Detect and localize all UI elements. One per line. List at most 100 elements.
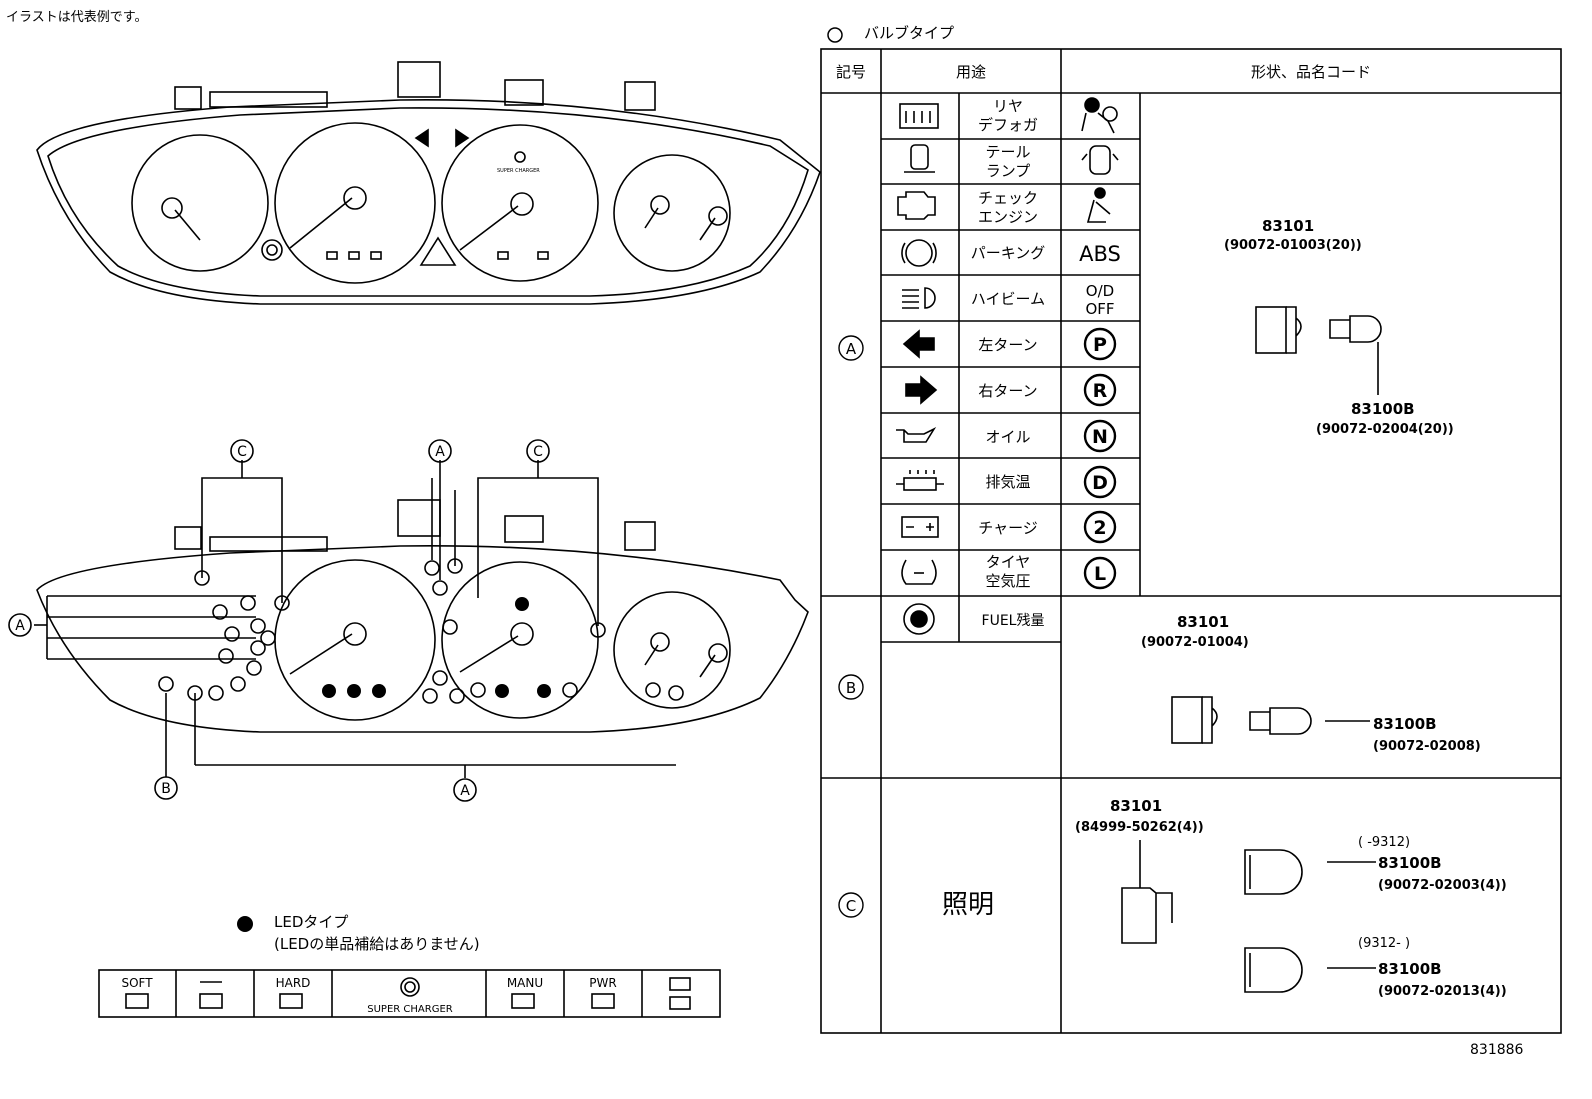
label-check-engine-1: チェック bbox=[978, 189, 1038, 207]
callout-c-right: C bbox=[533, 444, 543, 460]
part-c3-code: (90072-02013(4)) bbox=[1378, 984, 1507, 999]
symbol-letters: A B C bbox=[846, 340, 857, 915]
bulb-legend-icon bbox=[827, 27, 843, 43]
oil-icon bbox=[896, 427, 937, 443]
switch-label-supercharger: SUPER CHARGER bbox=[367, 1004, 453, 1015]
callout-a-left: A bbox=[15, 618, 25, 634]
switch-label-manu: MANU bbox=[507, 976, 543, 990]
battery-icon bbox=[901, 516, 939, 538]
part-c3-period: (9312- ) bbox=[1358, 936, 1410, 951]
callout-c-left: C bbox=[237, 444, 247, 460]
part-c1-no: 83101 bbox=[1110, 797, 1162, 815]
tail-lamp-icon bbox=[904, 144, 935, 173]
switch-label-soft: SOFT bbox=[121, 976, 153, 990]
bulb-table bbox=[820, 48, 1562, 1034]
label-tire-2: 空気圧 bbox=[985, 572, 1030, 590]
check-engine-icon bbox=[897, 191, 936, 220]
indicator-texts: ABS O/D OFF bbox=[1079, 242, 1121, 318]
part-a1-code: (90072-01003(20)) bbox=[1224, 238, 1362, 253]
symbol-a: A bbox=[846, 340, 857, 358]
part-a1-no: 83101 bbox=[1262, 217, 1314, 235]
switch-panel-labels: SOFT HARD SUPER CHARGER MANU PWR bbox=[121, 976, 616, 1015]
indicator-d: D bbox=[1092, 472, 1108, 494]
door-open-icon bbox=[1081, 145, 1119, 175]
label-fuel: FUEL残量 bbox=[982, 613, 1045, 629]
switch-label-pwr: PWR bbox=[589, 976, 616, 990]
part-c2-no: 83100B bbox=[1378, 854, 1442, 872]
label-parking: パーキング bbox=[971, 244, 1046, 262]
part-a2-no: 83100B bbox=[1351, 400, 1415, 418]
part-b2-no: 83100B bbox=[1373, 715, 1437, 733]
label-tail-lamp-2: ランプ bbox=[986, 162, 1031, 180]
part-b1-no: 83101 bbox=[1177, 613, 1229, 631]
label-check-engine-2: エンジン bbox=[978, 208, 1038, 226]
label-rear-defogger-2: デフォガ bbox=[978, 116, 1038, 134]
figure-number: 831886 bbox=[1470, 1042, 1524, 1058]
symbol-circles bbox=[838, 335, 864, 918]
label-oil: オイル bbox=[985, 428, 1030, 446]
label-right-turn: 右ターン bbox=[978, 382, 1037, 400]
header-note: イラストは代表例です。 bbox=[6, 10, 148, 25]
exhaust-temp-icon bbox=[896, 470, 944, 491]
indicator-abs: ABS bbox=[1079, 242, 1121, 266]
label-high-beam: ハイビーム bbox=[971, 290, 1045, 308]
seatbelt-icon bbox=[1086, 187, 1111, 223]
callout-a-bottom: A bbox=[460, 783, 470, 799]
right-turn-icon bbox=[905, 375, 938, 405]
indicator-od: O/D bbox=[1086, 282, 1114, 300]
switch-panel bbox=[98, 969, 721, 1018]
airbag-icon bbox=[1081, 97, 1118, 134]
tire-pressure-icon bbox=[901, 559, 937, 585]
label-tail-lamp-1: テール bbox=[985, 143, 1030, 161]
use-labels-a: リヤ デフォガ テール ランプ チェック エンジン パーキング ハイビーム 左タ… bbox=[971, 97, 1046, 629]
led-dots bbox=[322, 597, 551, 698]
label-charge: チャージ bbox=[978, 519, 1038, 537]
table-header: 記号 用途 形状、品名コード bbox=[836, 63, 1371, 81]
part-drawings bbox=[1121, 306, 1382, 993]
symbol-b: B bbox=[846, 679, 856, 697]
led-note: (LEDの単品補給はありません) bbox=[274, 935, 480, 953]
indicator-letters: P R N D 2 L bbox=[1092, 334, 1108, 585]
fuel-remaining-icon bbox=[903, 603, 935, 635]
parking-brake-icon bbox=[901, 239, 937, 267]
header-shape-code: 形状、品名コード bbox=[1251, 63, 1371, 81]
led-legend-icon bbox=[237, 916, 253, 932]
callout-a-top: A bbox=[435, 444, 445, 460]
indicator-circles bbox=[1083, 327, 1117, 590]
indicator-l: L bbox=[1094, 563, 1106, 585]
indicator-n: N bbox=[1092, 426, 1108, 448]
indicator-r: R bbox=[1093, 380, 1108, 402]
label-tire-1: タイヤ bbox=[986, 553, 1031, 571]
part-c2-code: (90072-02003(4)) bbox=[1378, 878, 1507, 893]
part-c3-no: 83100B bbox=[1378, 960, 1442, 978]
part-a2-code: (90072-02004(20)) bbox=[1316, 422, 1454, 437]
use-icons bbox=[896, 103, 944, 635]
label-exhaust-temp: 排気温 bbox=[985, 473, 1030, 491]
supercharger-label: SUPER CHARGER bbox=[497, 168, 540, 174]
cluster-bottom-view bbox=[8, 439, 809, 802]
part-c1-code: (84999-50262(4)) bbox=[1075, 820, 1204, 835]
label-rear-defogger-1: リヤ bbox=[993, 97, 1023, 115]
indicator-icons bbox=[1081, 97, 1119, 223]
header-symbol: 記号 bbox=[836, 63, 866, 81]
rear-defogger-icon bbox=[899, 103, 939, 129]
cluster-top-view bbox=[36, 61, 821, 305]
high-beam-icon bbox=[902, 287, 936, 309]
indicator-2: 2 bbox=[1093, 517, 1106, 539]
header-use: 用途 bbox=[956, 63, 986, 81]
left-turn-icon bbox=[902, 329, 935, 359]
cluster-callout-letters: C A C A B A bbox=[15, 444, 543, 799]
use-label-lighting: 照明 bbox=[942, 890, 994, 920]
led-type-label: LEDタイプ bbox=[274, 913, 348, 931]
bulb-type-label: バルブタイプ bbox=[864, 24, 954, 42]
part-numbers: 83101 (90072-01003(20)) 83100B (90072-02… bbox=[1075, 217, 1507, 999]
label-left-turn: 左ターン bbox=[978, 336, 1037, 354]
switch-label-hard: HARD bbox=[276, 976, 311, 990]
indicator-p: P bbox=[1093, 334, 1107, 356]
part-c2-period: ( -9312) bbox=[1358, 835, 1410, 850]
symbol-c: C bbox=[846, 897, 856, 915]
part-b1-code: (90072-01004) bbox=[1141, 635, 1249, 650]
part-b2-code: (90072-02008) bbox=[1373, 739, 1481, 754]
callout-b: B bbox=[161, 781, 171, 797]
